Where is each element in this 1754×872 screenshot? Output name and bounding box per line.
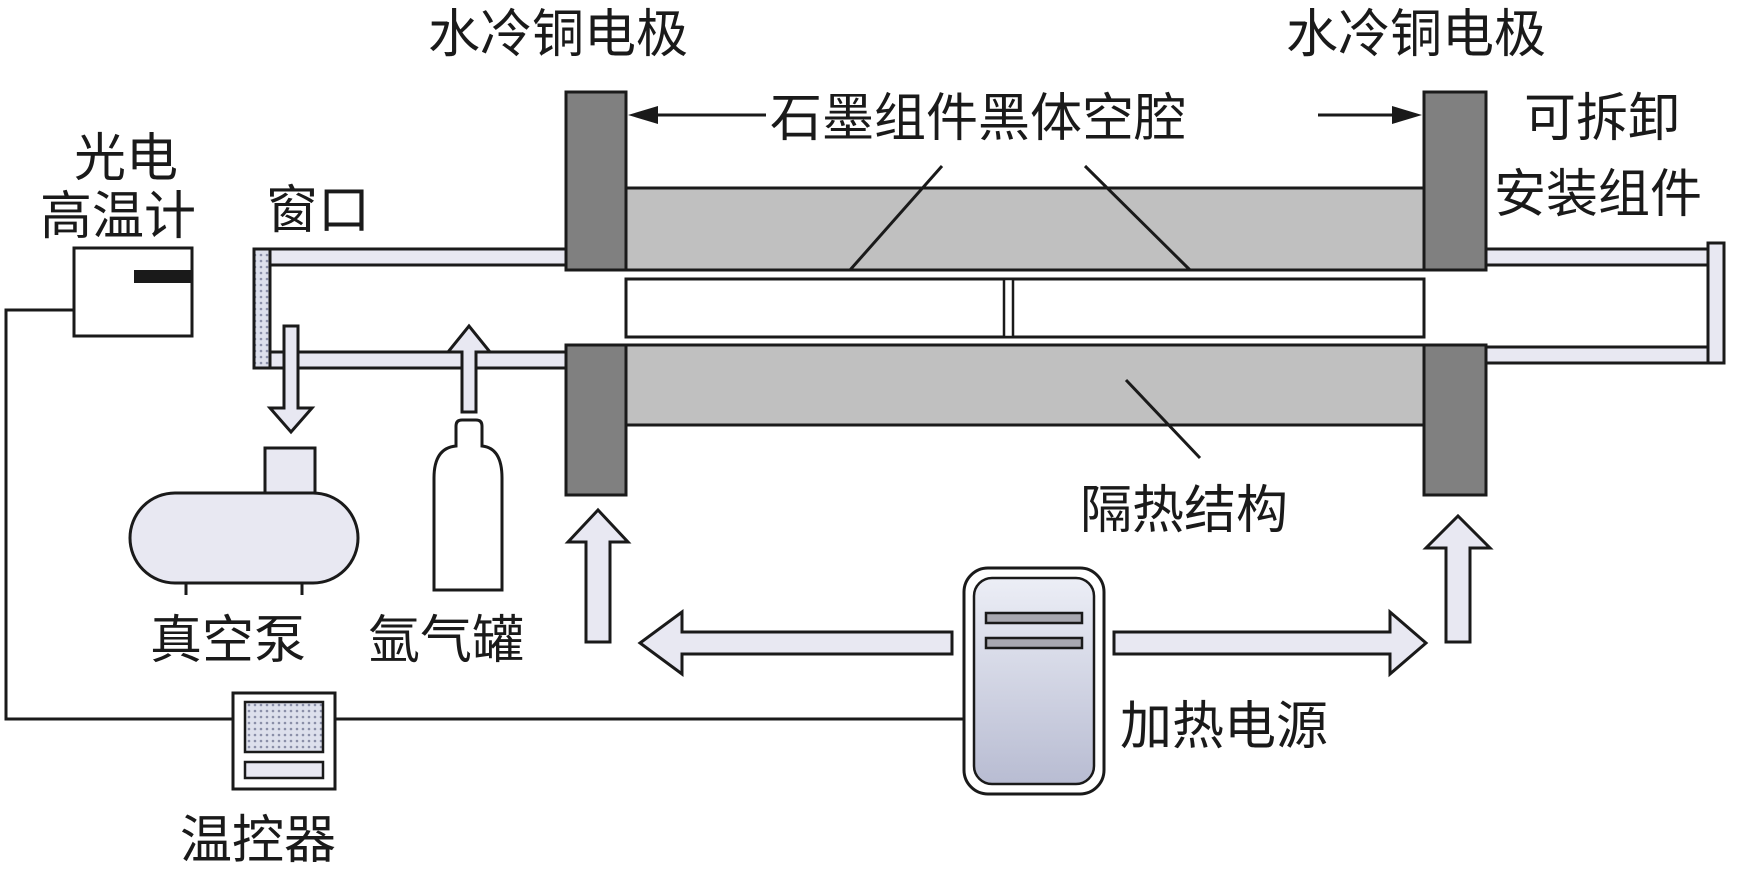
power-arrow-right — [1112, 608, 1429, 678]
pyrometer-label-2: 高温计 — [40, 187, 196, 247]
insulation-leader — [1124, 378, 1202, 460]
argon-tank — [432, 418, 504, 592]
temp-controller-label: 温控器 — [180, 811, 336, 871]
blackbody-cavity-label: 石墨组件黑体空腔 — [770, 89, 1186, 149]
window-glass — [252, 247, 272, 370]
removable-assembly-label-1: 可拆卸 — [1524, 89, 1680, 149]
cavity-partition — [1002, 277, 1015, 339]
power-arrow-up-left — [564, 507, 632, 644]
vacuum-pump — [128, 446, 360, 595]
insulation-lower — [624, 343, 1426, 427]
pyrometer-label-1: 光电 — [74, 129, 178, 189]
insulation-label: 隔热结构 — [1080, 481, 1288, 541]
temp-controller — [231, 691, 337, 791]
power-supply-label: 加热电源 — [1120, 697, 1328, 757]
argon-flow-arrow — [444, 323, 494, 414]
electrode-left-label: 水冷铜电极 — [428, 5, 688, 65]
pyrometer — [72, 246, 194, 338]
electrode-right — [1422, 90, 1488, 497]
power-supply — [962, 566, 1106, 796]
power-arrow-left — [637, 609, 954, 677]
graphite-cavity — [566, 268, 1486, 347]
removable-assembly-tube — [1484, 241, 1726, 365]
power-arrow-up-right — [1422, 513, 1494, 644]
vacuum-pump-label: 真空泵 — [150, 611, 306, 671]
electrode-left — [564, 90, 628, 497]
window-label: 窗口 — [266, 181, 370, 241]
electrode-right-label: 水冷铜电极 — [1286, 5, 1546, 65]
cavity-arrows — [628, 106, 1422, 124]
vacuum-flow-arrow — [266, 324, 316, 435]
removable-assembly-label-2: 安装组件 — [1494, 165, 1702, 225]
argon-tank-label: 氩气罐 — [368, 611, 524, 671]
insulation-upper — [624, 186, 1426, 272]
left-window-tube — [268, 247, 568, 370]
cavity-leader-left — [848, 165, 944, 271]
signal-wire — [4, 308, 964, 721]
cavity-leader-right — [1083, 164, 1192, 272]
